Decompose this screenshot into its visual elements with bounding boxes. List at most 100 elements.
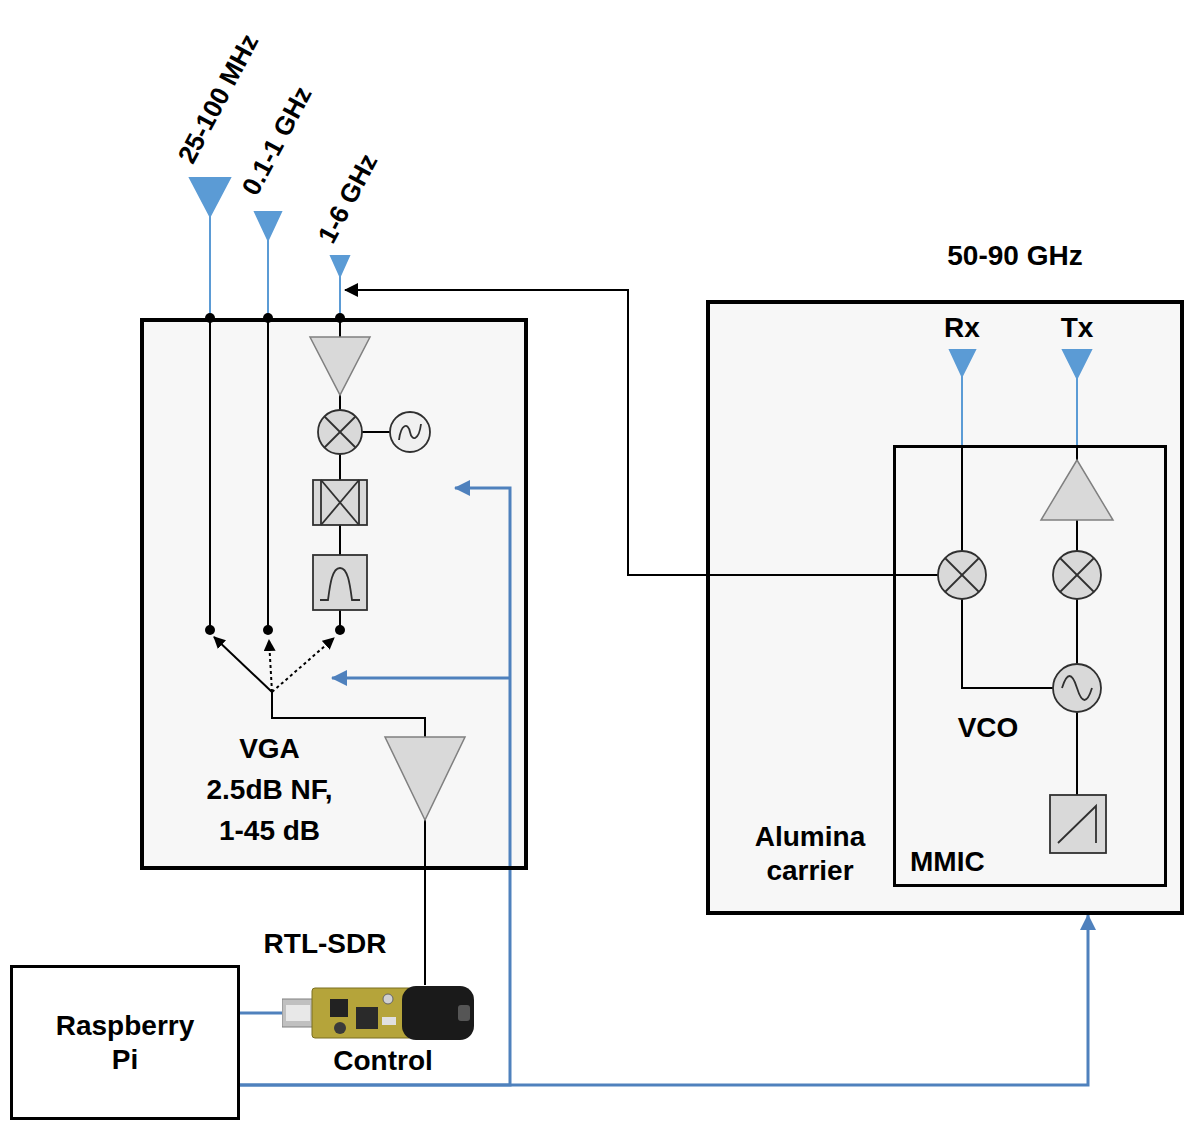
ramp-generator-symbol — [1050, 795, 1106, 853]
oscillator-symbol — [1053, 664, 1101, 712]
sdr-dongle: RTL-SDR — [282, 985, 474, 1041]
label-holder: Rx — [922, 312, 1002, 344]
rf-wire — [424, 820, 426, 870]
filter-symbol — [313, 480, 367, 525]
label-holder: Control — [318, 1046, 448, 1076]
usb-line — [240, 1012, 282, 1015]
filter-symbol — [321, 480, 359, 525]
part-label: VCO — [948, 712, 1028, 744]
mmic-box: MMIC — [893, 445, 1167, 887]
rf-wire — [893, 574, 938, 576]
mixer-symbol — [1053, 551, 1101, 599]
capacitor — [383, 994, 393, 1004]
signal-wire — [424, 870, 426, 985]
mixer-symbol — [945, 558, 979, 592]
filter-symbol — [320, 480, 322, 525]
rf-wire — [961, 445, 963, 551]
junction-dot — [263, 625, 273, 635]
rf-wire — [962, 599, 1053, 688]
antenna-symbol — [339, 276, 341, 318]
rf-wire — [339, 525, 341, 555]
circuit-board — [312, 988, 412, 1038]
mixer-symbol — [938, 551, 986, 599]
box-fill — [893, 445, 1167, 883]
mixer-symbol — [318, 410, 362, 454]
text-holder: Alumina carrier — [740, 820, 880, 888]
antenna-symbol — [331, 256, 349, 276]
mixer-symbol — [1060, 558, 1094, 592]
dongle-figure — [282, 985, 474, 1041]
junction-dot — [335, 625, 345, 635]
amplifier-symbol — [310, 337, 1113, 820]
junction-dot — [205, 625, 215, 635]
mixer-symbol — [325, 417, 356, 448]
frontend-module: VGA 2.5dB NF, 1-45 dB — [140, 318, 528, 870]
control-line — [332, 677, 510, 680]
capacitor — [334, 1022, 346, 1034]
part-label: Control — [318, 1046, 448, 1076]
node-text: Raspberry Pi — [50, 1009, 200, 1077]
filter-symbol — [320, 568, 360, 600]
rf-wire — [339, 454, 341, 480]
switch-symbol — [214, 637, 272, 692]
antenna-symbol — [209, 216, 211, 318]
mixer-symbol — [325, 417, 356, 448]
rf-wire — [272, 692, 425, 737]
node-text: VGA 2.5dB NF, 1-45 dB — [201, 728, 338, 851]
chip — [356, 1007, 378, 1029]
node-text: RTL-SDR — [245, 928, 405, 960]
text-holder: 50-90 GHz — [915, 240, 1115, 272]
filter-symbol — [313, 555, 367, 610]
antenna-symbol — [961, 376, 963, 445]
text-holder: Raspberry Pi — [50, 1009, 200, 1077]
carrier-module: MMIC50-90 GHzAlumina carrier — [706, 300, 1184, 915]
rf-wire — [1076, 712, 1078, 795]
usb-plug — [286, 1005, 310, 1021]
switch-symbol — [269, 640, 272, 692]
oscillator-symbol — [390, 412, 430, 452]
oscillator-symbol — [1062, 676, 1092, 700]
antenna-symbol — [1063, 350, 1091, 378]
switch-symbol — [214, 637, 334, 692]
antenna-symbol — [1076, 378, 1078, 445]
filter-symbol — [358, 480, 360, 525]
text-holder: MMIC — [910, 846, 1010, 878]
antenna-symbol — [255, 212, 281, 240]
mixer-symbol — [1060, 558, 1094, 592]
oscillator-symbol — [399, 424, 421, 440]
port-label: Rx — [922, 312, 1002, 344]
antenna-port — [458, 1005, 470, 1021]
box-fill — [140, 318, 528, 870]
text-holder: RTL-SDR — [245, 928, 405, 960]
amplifier-symbol — [385, 737, 465, 820]
usb-plug — [282, 999, 314, 1027]
band-label: 1-6 GHz — [312, 57, 432, 248]
node-text: Alumina carrier — [740, 820, 880, 888]
rf-wire — [1076, 520, 1078, 551]
label-holder: 1-6 GHz — [312, 57, 432, 248]
dongle-casing — [402, 986, 474, 1040]
control-line — [332, 677, 510, 680]
node-text: 50-90 GHz — [915, 240, 1115, 272]
oscillator-symbol — [390, 412, 1101, 712]
component — [382, 1017, 396, 1025]
box-fill — [706, 300, 1184, 915]
rf-wire — [362, 431, 390, 433]
port-label: Tx — [1037, 312, 1117, 344]
amplifier-symbol — [310, 337, 370, 395]
text-holder: VGA 2.5dB NF, 1-45 dB — [201, 728, 338, 851]
chip — [330, 999, 348, 1017]
ramp-generator-symbol — [1058, 806, 1096, 843]
ramp-generator-symbol — [1050, 795, 1106, 853]
rf-wire — [209, 318, 211, 630]
mixer-symbol — [945, 558, 979, 592]
label-holder: Tx — [1037, 312, 1117, 344]
label-holder: VCO — [948, 712, 1028, 744]
antenna-symbol — [190, 178, 230, 216]
filter-symbol — [321, 480, 359, 525]
amplifier-symbol — [1041, 460, 1113, 520]
